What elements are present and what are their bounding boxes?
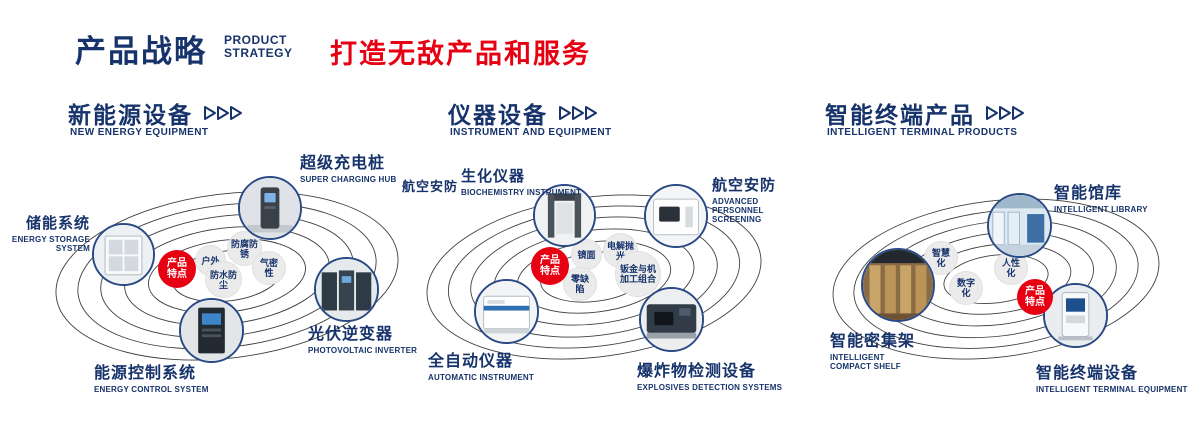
item-label-en: EXPLOSIVES DETECTION SYSTEMS [637, 383, 783, 392]
automatic-instrument-label: 全自动仪器 AUTOMATIC INSTRUMENT [428, 347, 534, 382]
item-label-cn: 智能密集架 [830, 333, 916, 350]
item-label-cn: 爆炸物检测设备 [637, 363, 757, 380]
automatic-instrument-image [476, 281, 537, 342]
triple-chevron-icon [986, 106, 1024, 120]
item-label-en: INTELLIGENT COMPACT SHELF [830, 353, 901, 371]
item-label-en: AUTOMATIC INSTRUMENT [428, 373, 534, 382]
item-label-cn: 储能系统 [25, 215, 90, 232]
energy-control-label: 能源控制系统 ENERGY CONTROL SYSTEM [94, 359, 209, 394]
triple-chevron-icon [204, 106, 242, 120]
item-label-en: ENERGY STORAGE SYSTEM [11, 235, 90, 253]
badge-line2: 特点 [167, 269, 187, 280]
item-label-cn: 智能终端设备 [1036, 365, 1139, 382]
personnel-screening-label: 航空安防 ADVANCED PERSONNEL SCREENING [712, 174, 812, 224]
compact-shelf-image [863, 250, 933, 320]
intelligent-library-photo [987, 193, 1052, 258]
explosives-detection-label: 爆炸物检测设备 EXPLOSIVES DETECTION SYSTEMS [637, 357, 782, 392]
biochemistry-label: 生化仪器 BIOCHEMISTRY INSTRUMENT [461, 165, 581, 197]
explosives-detection-photo [639, 287, 704, 352]
personnel-screening-image [646, 186, 706, 246]
page-title-en-line2: STRATEGY [224, 46, 293, 60]
section-terminal-subtitle: INTELLIGENT TERMINAL PRODUCTS [827, 127, 1018, 138]
terminal-kiosk-image [1045, 285, 1106, 346]
section-terminal-title-text: 智能终端产品 [825, 102, 975, 128]
energy-storage-photo [92, 223, 155, 286]
compact-shelf-label: 智能密集架 INTELLIGENT COMPACT SHELF [830, 327, 925, 371]
item-label-cn: 航空安防 [712, 177, 777, 194]
personnel-screening-photo [644, 184, 708, 248]
page-title-en-line1: PRODUCT [224, 33, 287, 47]
energy-control-image [181, 300, 242, 361]
item-label-cn: 能源控制系统 [94, 365, 197, 382]
item-label-en: SUPER CHARGING HUB [300, 175, 397, 184]
charging-hub-photo [238, 176, 302, 240]
pv-inverter-photo [314, 257, 379, 322]
item-label-en: BIOCHEMISTRY INSTRUMENT [461, 188, 582, 197]
security-gate-image [535, 186, 594, 245]
aviation-security-left-label: 航空安防 [402, 176, 458, 195]
charging-hub-label: 超级充电桩 SUPER CHARGING HUB [300, 149, 397, 184]
section-instrument-title-text: 仪器设备 [448, 102, 548, 128]
section-energy-subtitle: NEW ENERGY EQUIPMENT [70, 127, 209, 138]
terminal-kiosk-photo [1043, 283, 1108, 348]
terminal-equipment-label: 智能终端设备 INTELLIGENT TERMINAL EQUIPMENT [1036, 359, 1188, 394]
energy-control-photo [179, 298, 244, 363]
item-label-en: ENERGY CONTROL SYSTEM [94, 385, 209, 394]
badge-line1: 产品 [1025, 286, 1045, 297]
item-label-cn: 智能馆库 [1054, 185, 1123, 202]
page-title-en: PRODUCT STRATEGY [224, 34, 292, 60]
item-label-cn: 生化仪器 [461, 168, 526, 185]
intelligent-library-image [989, 195, 1050, 256]
section-instrument-title: 仪器设备 [448, 96, 598, 130]
item-label-cn: 航空安防 [402, 179, 459, 194]
item-label-cn: 超级充电桩 [300, 155, 386, 172]
pv-inverter-image [316, 259, 377, 320]
feature-bubble: 钣金与机加工组合 [615, 251, 661, 297]
tagline: 打造无敌产品和服务 [330, 39, 591, 69]
feature-bubble: 零缺陷 [563, 267, 597, 301]
section-terminal-title: 智能终端产品 [825, 96, 1025, 130]
feature-bubble: 防水防尘 [205, 261, 242, 298]
intelligent-library-label: 智能馆库 INTELLIGENT LIBRARY [1054, 179, 1148, 214]
item-label-en: INTELLIGENT TERMINAL EQUIPMENT [1036, 385, 1188, 394]
charging-hub-image [240, 178, 300, 238]
compact-shelf-photo [861, 248, 935, 322]
product-features-badge: 产品 特点 [531, 247, 569, 285]
explosives-detection-image [641, 289, 702, 350]
product-features-badge: 产品 特点 [158, 250, 196, 288]
triple-chevron-icon [559, 106, 597, 120]
item-label-en: PHOTOVOLTAIC INVERTER [308, 346, 418, 355]
feature-bubble: 数字化 [949, 271, 983, 305]
automatic-instrument-photo [474, 279, 539, 344]
security-gate-photo [533, 184, 596, 247]
product-features-badge: 产品 特点 [1017, 279, 1053, 315]
badge-line1: 产品 [167, 258, 187, 269]
item-label-cn: 光伏逆变器 [308, 326, 394, 343]
page-title: 产品战略 [75, 34, 207, 69]
badge-line1: 产品 [540, 255, 560, 266]
energy-storage-image [94, 225, 153, 284]
section-energy-title-text: 新能源设备 [68, 102, 193, 128]
item-label-cn: 全自动仪器 [428, 353, 514, 370]
section-energy-title: 新能源设备 [68, 96, 243, 130]
badge-line2: 特点 [1025, 297, 1045, 308]
item-label-en: ADVANCED PERSONNEL SCREENING [712, 197, 764, 224]
item-label-en: INTELLIGENT LIBRARY [1054, 205, 1148, 214]
energy-storage-label: 储能系统 ENERGY STORAGE SYSTEM [4, 212, 90, 253]
section-instrument-subtitle: INSTRUMENT AND EQUIPMENT [450, 127, 612, 138]
feature-bubble: 气密性 [252, 251, 286, 285]
badge-line2: 特点 [540, 266, 560, 277]
pv-inverter-label: 光伏逆变器 PHOTOVOLTAIC INVERTER [308, 320, 417, 355]
